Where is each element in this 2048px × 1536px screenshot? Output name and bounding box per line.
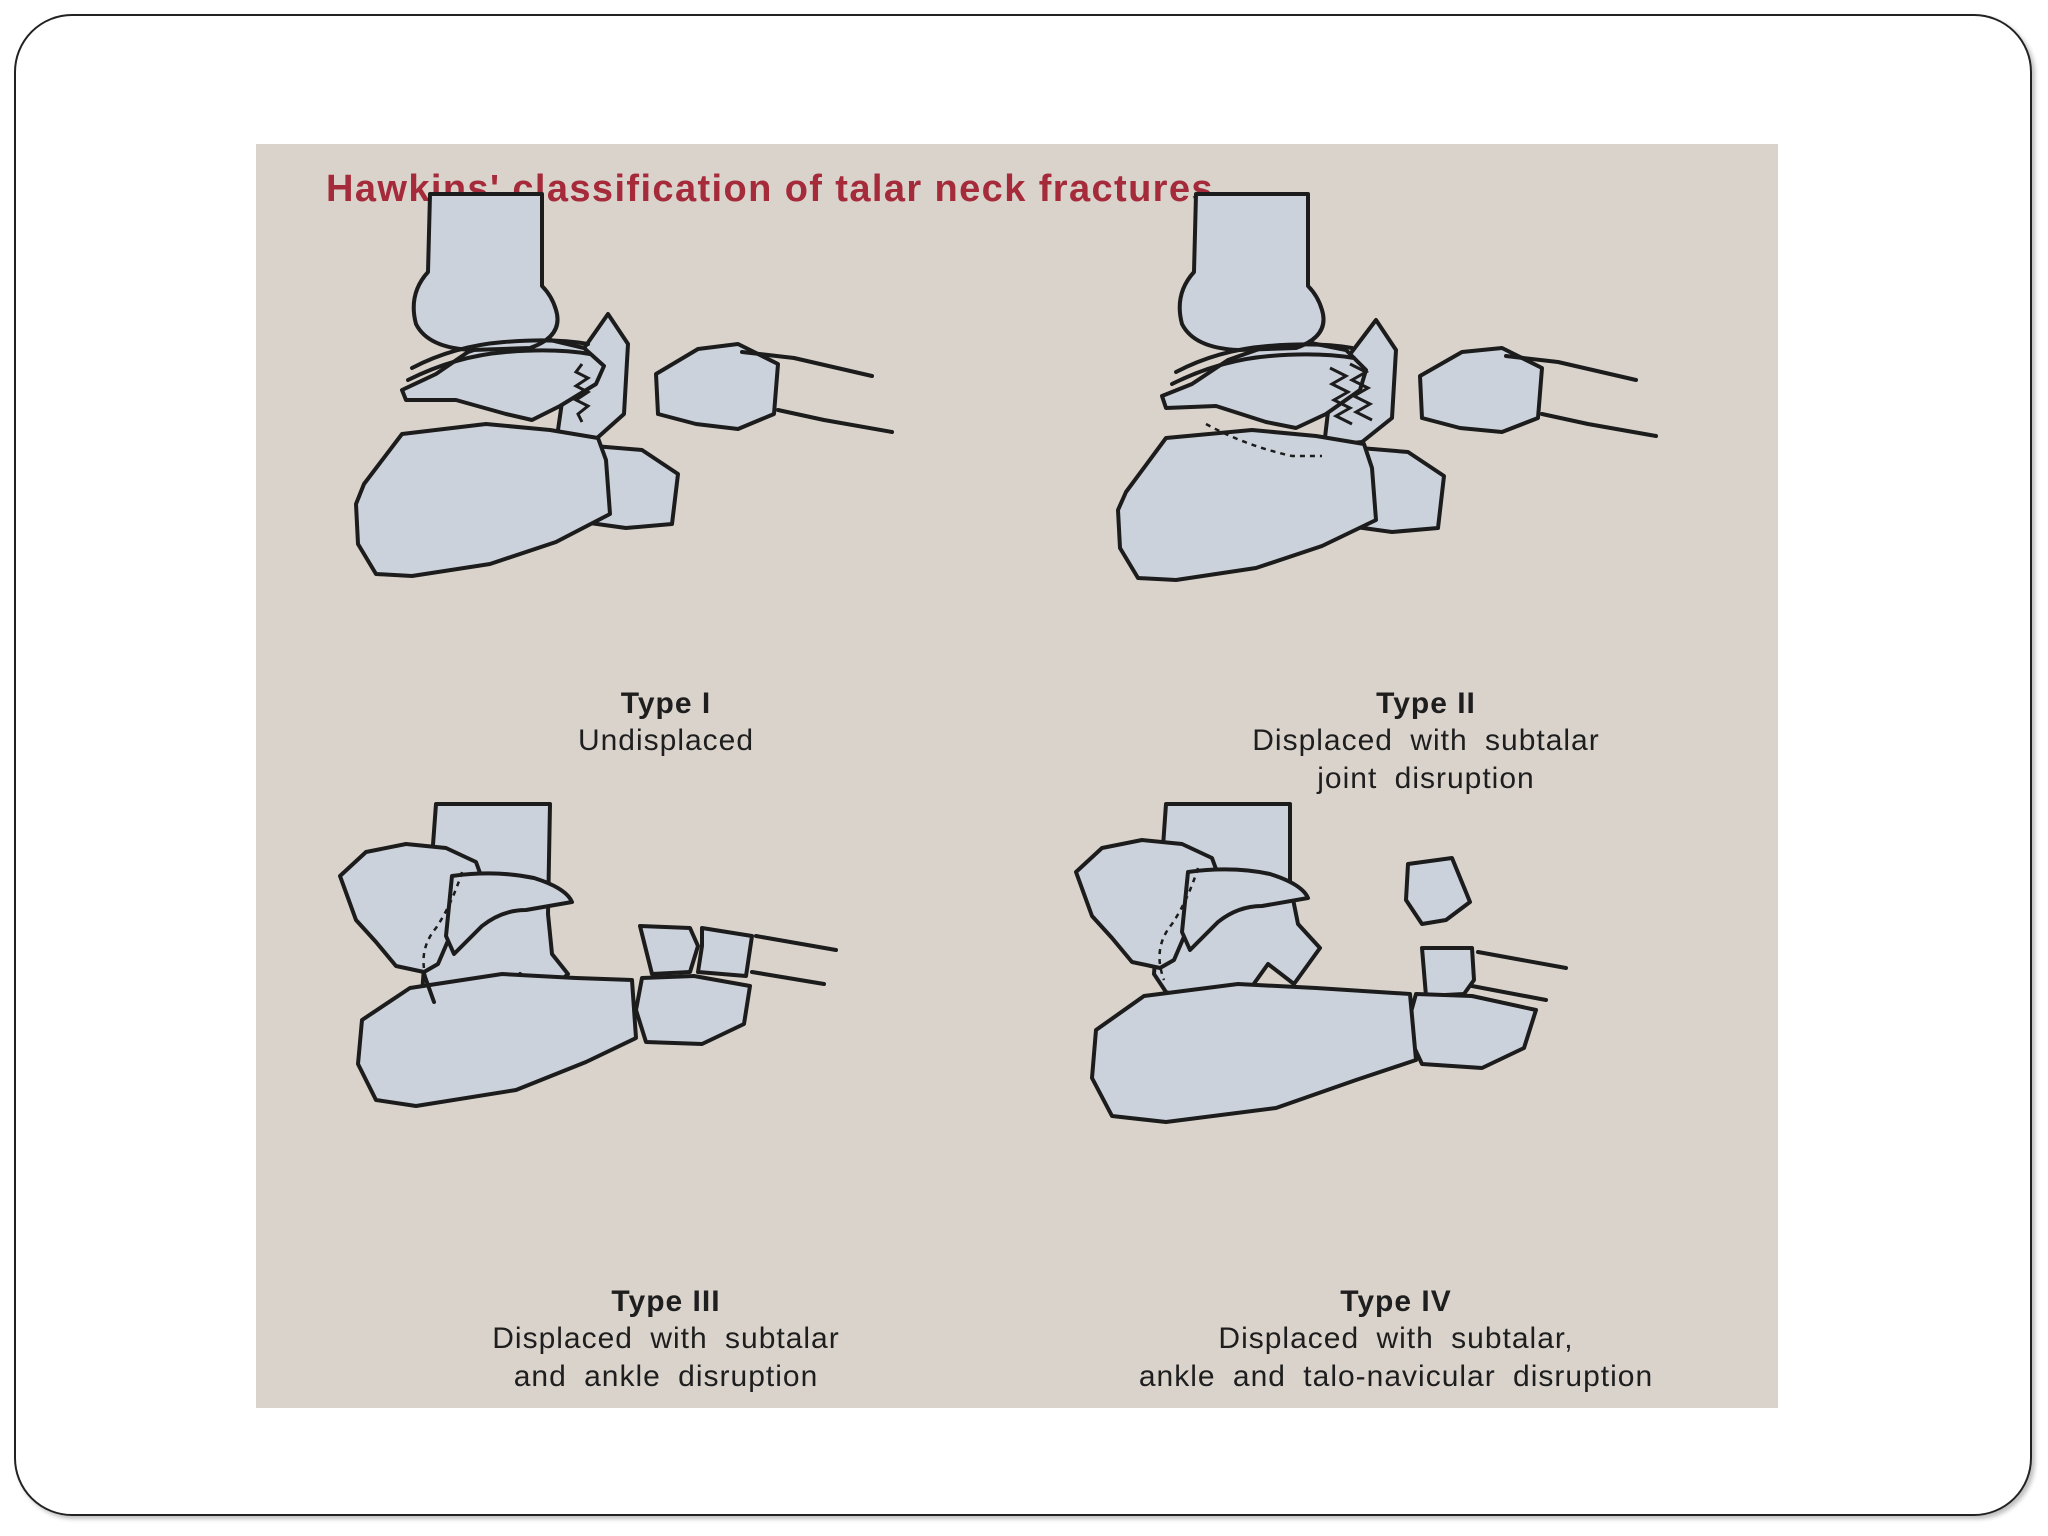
type-4-description-line-1: Displaced with subtalar, (1218, 1322, 1574, 1355)
type-2-description-line-2: joint disruption (1317, 762, 1535, 795)
type-4-label: Type IV (1340, 1285, 1452, 1318)
type-4-description-line-2: ankle and talo-navicular disruption (1138, 1360, 1654, 1393)
slide-frame (14, 14, 2032, 1516)
type-3-description-line-1: Displaced with subtalar (492, 1322, 840, 1355)
figure-panel: Hawkins' classification of talar neck fr… (256, 144, 1778, 1408)
type-4-panel: Type IV Displaced with subtalar, ankle a… (1036, 802, 1756, 1414)
type-2-panel: Type II Displaced with subtalar joint di… (1066, 192, 1786, 814)
type-4-diagram (1074, 802, 1568, 1124)
type-1-description-line-1: Undisplaced (577, 724, 755, 757)
type-3-panel: Type III Displaced with subtalar and ank… (306, 802, 1026, 1414)
type-2-label: Type II (1376, 687, 1476, 720)
type-2-caption: Type II Displaced with subtalar joint di… (1066, 686, 1786, 798)
type-3-diagram (338, 802, 838, 1108)
type-3-caption: Type III Displaced with subtalar and ank… (306, 1284, 1026, 1396)
type-4-caption: Type IV Displaced with subtalar, ankle a… (1036, 1284, 1756, 1396)
type-1-diagram (354, 192, 894, 578)
type-3-description-line-2: and ankle disruption (513, 1360, 819, 1393)
type-1-panel: Type I Undisplaced (306, 192, 1026, 814)
type-1-label: Type I (620, 687, 712, 720)
type-3-label: Type III (611, 1285, 721, 1318)
type-2-diagram (1116, 192, 1658, 582)
type-2-description-line-1: Displaced with subtalar (1252, 724, 1600, 757)
type-1-caption: Type I Undisplaced (306, 686, 1026, 760)
